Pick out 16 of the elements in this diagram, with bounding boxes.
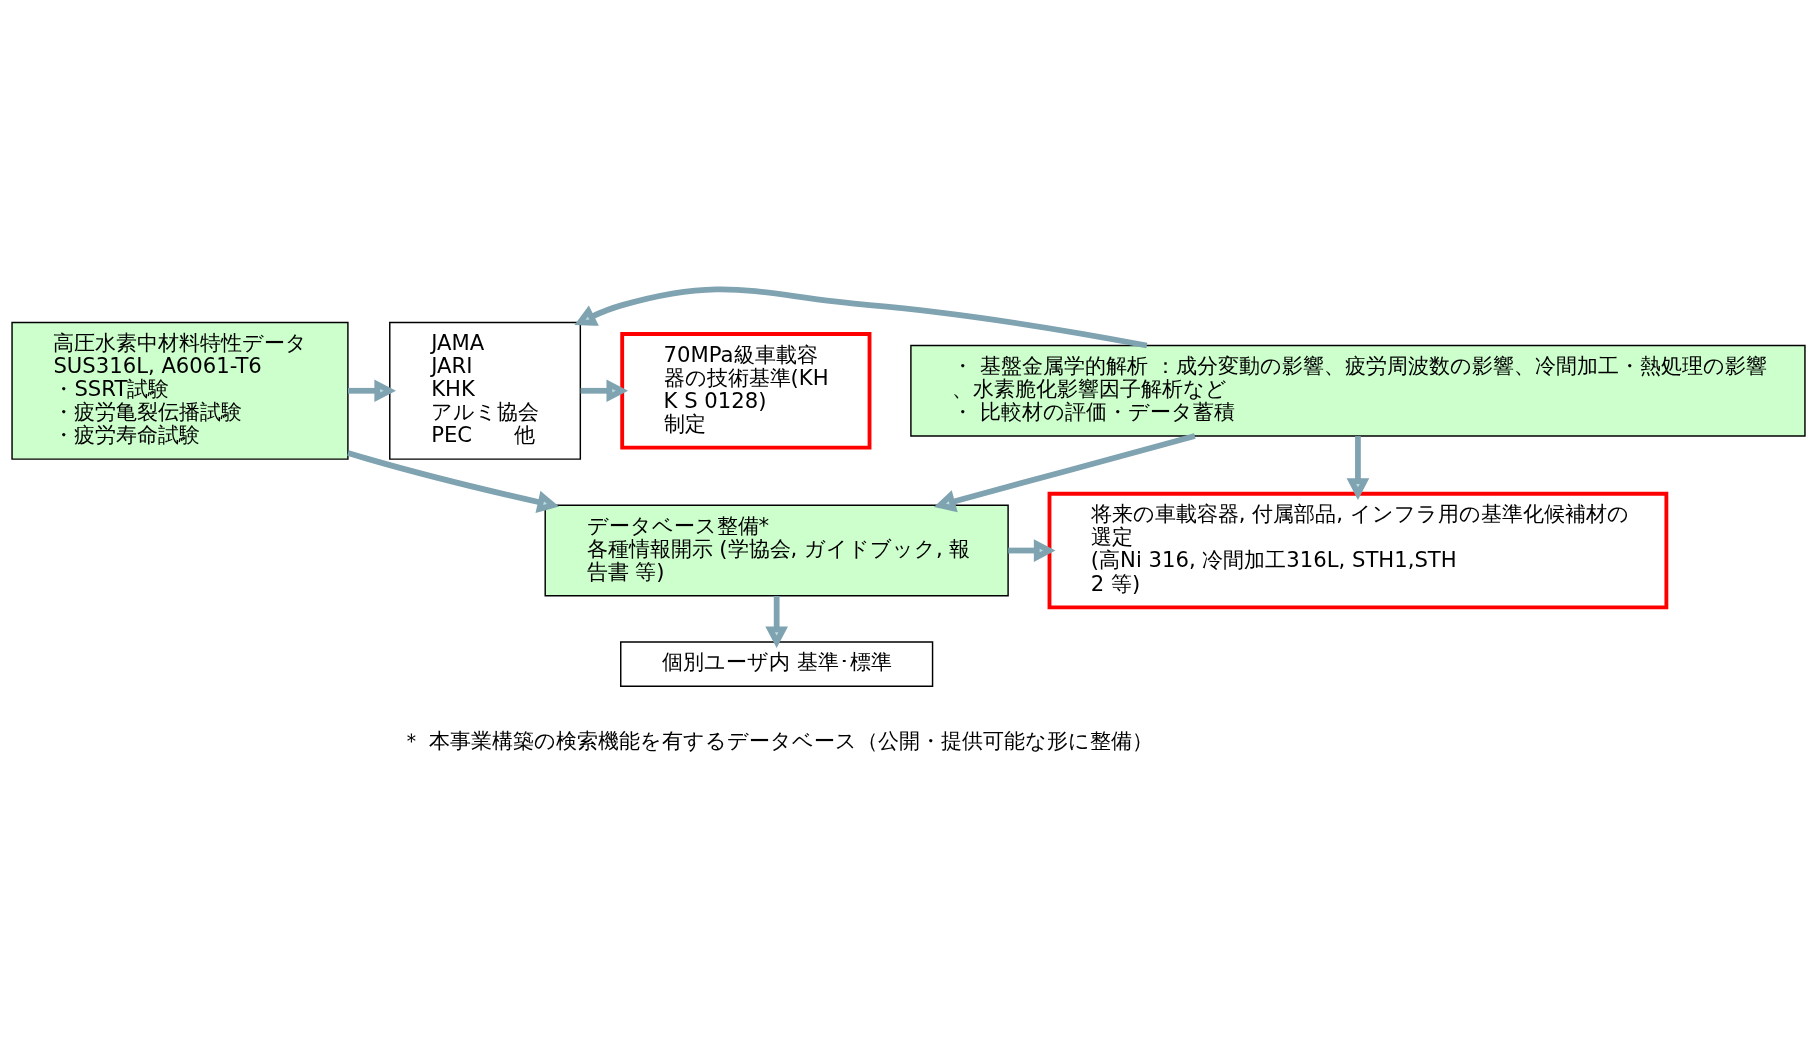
node-box: JAMA JARI KHK アルミ協会 PEC 他 bbox=[389, 321, 582, 460]
node-box: 将来の車載容器, 付属部品, インフラ用の基準化候補材の選定 (高Ni 316, 冷間加工316L, STH1,STH2 等) bbox=[1047, 491, 1669, 609]
arrow bbox=[1008, 538, 1056, 562]
arrow bbox=[933, 432, 1196, 512]
arrow bbox=[347, 449, 560, 513]
arrow bbox=[1346, 435, 1370, 500]
node-box: ・ 基盤金属学的解析 ：成分変動の影響、疲労周波数の影響、冷間加工・熱処理の影響、水素脆化影響因子解析など ・ 比較材の評価・データ蓄積 bbox=[910, 344, 1806, 437]
arrow bbox=[348, 378, 396, 402]
node-box: データベース整備* 各種情報開示 (学協会, ガイドブック, 報告書 等) bbox=[544, 504, 1009, 596]
arrow bbox=[580, 378, 629, 402]
node-box: 高圧水素中材料特性データ SUS316L, A6061-T6 ・SSRT試験 ・疲労亀裂伝播試験 ・疲労寿命試験 bbox=[11, 321, 349, 460]
arrow bbox=[765, 595, 788, 648]
node-box: 70MPa級車載容器の技術基準(KHK S 0128)制定 bbox=[620, 331, 872, 449]
arrow bbox=[574, 286, 1148, 348]
node-box: 個別ユーザ内 基準･標準 bbox=[620, 640, 934, 687]
label: ＊ 本事業構築の検索機能を有するデータベース（公開・提供可能な形に整備） bbox=[400, 727, 1153, 753]
